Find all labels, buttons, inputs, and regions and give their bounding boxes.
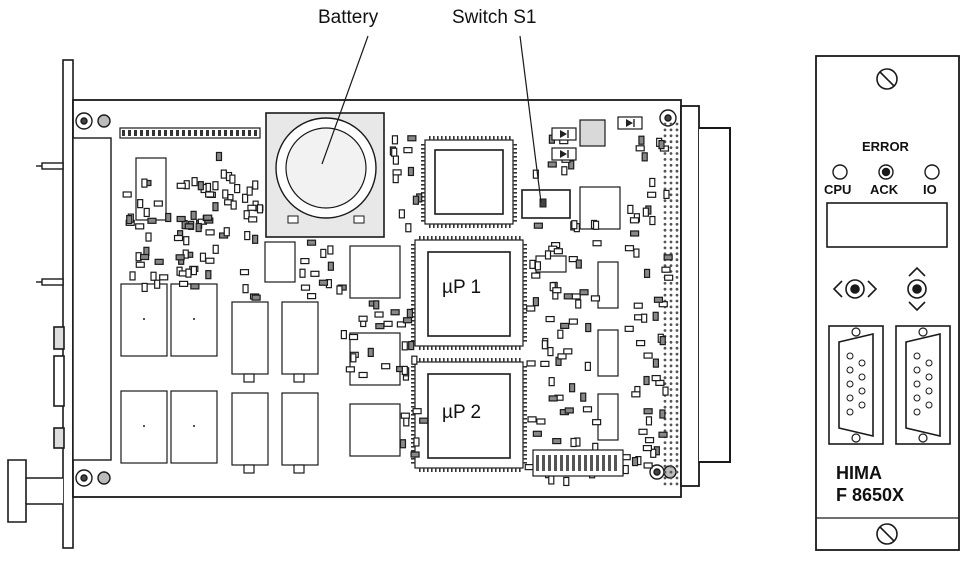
processor-up2 (414, 361, 524, 469)
led-cpu (832, 164, 848, 180)
crystal (579, 119, 606, 147)
display-window (826, 202, 948, 248)
processor-up1 (414, 239, 524, 347)
dip-chip (597, 393, 619, 441)
module (281, 392, 319, 466)
components (120, 116, 674, 487)
led-label-ack: ACK (870, 182, 899, 197)
sub-d-connector (895, 325, 951, 445)
module (231, 392, 269, 466)
square-ic (349, 332, 401, 386)
processor-up2-label: µP 2 (442, 402, 482, 423)
panel-screw-bottom (876, 523, 898, 545)
square-ic (349, 245, 401, 299)
switch-s1 (521, 189, 571, 219)
switch-s1-label: Switch S1 (452, 7, 537, 28)
selector-knob-horizontal (832, 279, 878, 299)
square-ic (579, 186, 621, 230)
front-pins (36, 162, 64, 286)
error-label: ERROR (862, 139, 909, 154)
brand-line-2: F 8650X (836, 485, 905, 505)
status-leds (832, 164, 940, 180)
mounting-screws (75, 109, 677, 487)
led-io (924, 164, 940, 180)
processor-up1-label: µP 1 (442, 277, 482, 298)
top-pin-header (119, 127, 261, 139)
pull-handle (7, 459, 63, 523)
selector-knob-vertical (907, 266, 927, 312)
square-ic (349, 403, 401, 457)
top-ic (424, 139, 514, 225)
sub-d-connectors (828, 325, 951, 445)
pcb-edge-strip (72, 137, 112, 461)
rear-connector (680, 105, 731, 487)
dip-chip (135, 157, 167, 221)
battery (265, 112, 385, 238)
module (281, 301, 319, 375)
battery-label: Battery (318, 7, 379, 28)
module (231, 301, 269, 375)
dip-chip (597, 261, 619, 309)
led-label-io: IO (923, 182, 937, 197)
led-label-cpu: CPU (824, 182, 852, 197)
ic-pin-rows (411, 136, 527, 472)
leader-lines (321, 35, 542, 203)
dip-chip (597, 329, 619, 377)
front-panel (815, 55, 960, 551)
panel-screw-top (876, 68, 898, 90)
dip-chip (264, 241, 296, 283)
sub-d-connector (828, 325, 884, 445)
brand-line-1: HIMA (836, 463, 882, 483)
connector-pin-field (663, 122, 679, 486)
board-bracket (53, 59, 74, 549)
